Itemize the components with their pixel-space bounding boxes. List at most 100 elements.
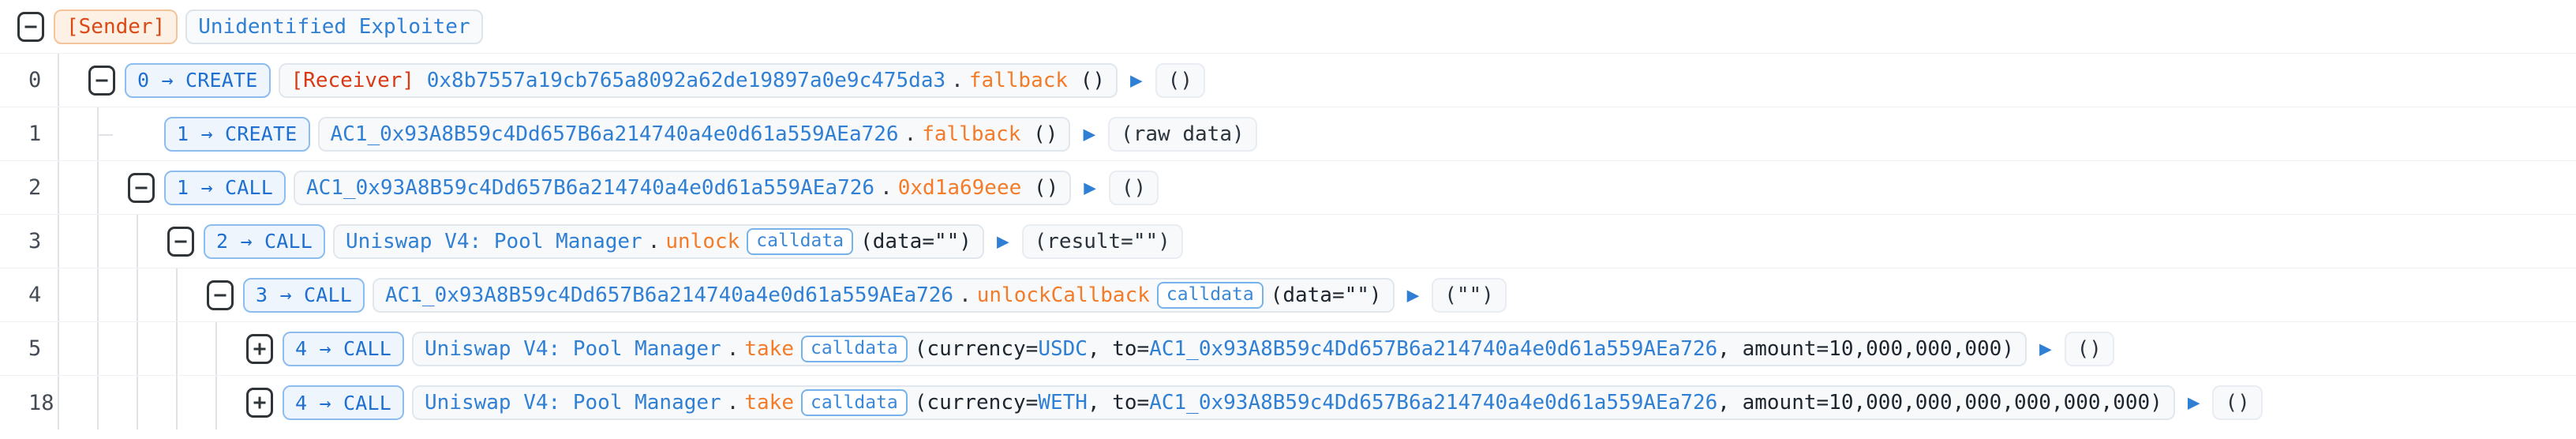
- separator-dot: .: [726, 391, 739, 415]
- sender-name[interactable]: Unidentified Exploiter: [185, 9, 483, 44]
- call-args: (data=""): [860, 229, 972, 253]
- method-name[interactable]: unlock: [665, 229, 740, 253]
- call-depth-badge: 4 → CALL: [283, 331, 405, 366]
- call-target[interactable]: Uniswap V4: Pool Manager: [425, 336, 721, 361]
- collapse-toggle[interactable]: [207, 280, 234, 310]
- return-triangle-icon: ▶: [2039, 336, 2052, 361]
- separator-dot: .: [647, 229, 661, 253]
- return-value[interactable]: (raw data): [1108, 116, 1257, 152]
- return-triangle-icon: ▶: [1130, 68, 1143, 92]
- trace-row-index: 18: [28, 390, 54, 415]
- call-depth-badge: 0 → CREATE: [125, 62, 271, 98]
- calldata-badge[interactable]: calldata: [800, 335, 908, 362]
- indent-guides: [49, 322, 246, 375]
- call-pill[interactable]: AC1_0x93A8B59c4Dd657B6a214740a4e0d61a559…: [294, 170, 1072, 205]
- method-name[interactable]: unlockCallback: [976, 283, 1150, 307]
- indent-guides: [49, 376, 246, 430]
- arg-key: (currency=: [914, 336, 1039, 361]
- separator-dot: .: [951, 68, 964, 92]
- arg-key: ): [2001, 336, 2014, 361]
- separator-dot: .: [904, 122, 917, 146]
- separator-dot: .: [726, 336, 739, 361]
- indent-guide: [49, 322, 88, 375]
- trace-row-index: 0: [28, 68, 42, 92]
- indent-guide: [128, 268, 167, 321]
- method-name[interactable]: 0xd1a69eee: [897, 175, 1022, 200]
- arg-key: , amount=: [1717, 391, 1829, 415]
- call-target[interactable]: Uniswap V4: Pool Manager: [425, 391, 721, 415]
- trace-root-row: [Sender] Unidentified Exploiter: [0, 0, 2576, 54]
- call-depth-badge: 3 → CALL: [243, 277, 365, 313]
- call-pill[interactable]: Uniswap V4: Pool Manager.unlock calldata(…: [333, 223, 984, 259]
- return-triangle-icon: ▶: [1083, 122, 1096, 146]
- trace-row[interactable]: 0 0 → CREATE[Receiver] 0x8b7557a19cb765a8…: [0, 54, 2576, 107]
- arg-key: ): [2150, 391, 2162, 415]
- trace-rows: 0 0 → CREATE[Receiver] 0x8b7557a19cb765a8…: [0, 54, 2576, 430]
- calldata-badge[interactable]: calldata: [800, 389, 908, 416]
- separator-dot: .: [959, 283, 972, 307]
- indent-guide: [88, 161, 128, 214]
- call-depth-badge: 2 → CALL: [204, 223, 326, 259]
- call-args: (): [1033, 175, 1059, 200]
- indent-guide: [49, 215, 88, 268]
- indent-guide: [88, 376, 128, 430]
- expand-toggle[interactable]: [246, 388, 273, 418]
- method-name[interactable]: take: [744, 336, 794, 361]
- indent-guide: [88, 215, 128, 268]
- sender-label: [Sender]: [54, 9, 178, 44]
- return-value[interactable]: (): [2064, 331, 2114, 366]
- call-target[interactable]: AC1_0x93A8B59c4Dd657B6a214740a4e0d61a559…: [330, 122, 899, 146]
- indent-guide: [88, 107, 128, 160]
- return-value[interactable]: (""): [1432, 277, 1507, 313]
- collapse-toggle-root[interactable]: [17, 11, 44, 42]
- trace-row-index: 2: [28, 175, 42, 200]
- arg-value[interactable]: WETH: [1038, 391, 1088, 415]
- return-value[interactable]: (): [1155, 62, 1205, 98]
- indent-guide: [128, 376, 167, 430]
- call-pill[interactable]: AC1_0x93A8B59c4Dd657B6a214740a4e0d61a559…: [317, 116, 1071, 152]
- indent-guide: [167, 376, 207, 430]
- return-value[interactable]: (): [2212, 385, 2263, 420]
- call-args: (): [1033, 122, 1058, 146]
- return-triangle-icon: ▶: [996, 229, 1009, 253]
- call-pill[interactable]: [Receiver] 0x8b7557a19cb765a8092a62de198…: [278, 62, 1118, 98]
- call-pill[interactable]: AC1_0x93A8B59c4Dd657B6a214740a4e0d61a559…: [373, 277, 1395, 313]
- call-target[interactable]: Uniswap V4: Pool Manager: [346, 229, 642, 253]
- call-target[interactable]: AC1_0x93A8B59c4Dd657B6a214740a4e0d61a559…: [385, 283, 954, 307]
- arg-key: , to=: [1087, 391, 1150, 415]
- call-target[interactable]: 0x8b7557a19cb765a8092a62de19897a0e9c475d…: [426, 68, 946, 92]
- calldata-badge[interactable]: calldata: [747, 227, 854, 255]
- indent-guides: [49, 161, 128, 214]
- calldata-badge[interactable]: calldata: [1156, 281, 1264, 309]
- indent-guide: [167, 268, 207, 321]
- method-name[interactable]: fallback: [922, 122, 1021, 146]
- collapse-toggle[interactable]: [167, 226, 194, 257]
- expand-toggle[interactable]: [246, 333, 273, 364]
- arg-key: , to=: [1087, 336, 1150, 361]
- indent-guide: [128, 215, 167, 268]
- arg-value[interactable]: USDC: [1038, 336, 1088, 361]
- return-value[interactable]: (): [1108, 170, 1159, 205]
- arg-value[interactable]: AC1_0x93A8B59c4Dd657B6a214740a4e0d61a559…: [1149, 336, 1718, 361]
- indent-guide: [88, 322, 128, 375]
- call-args: (data=""): [1270, 283, 1382, 307]
- collapse-toggle[interactable]: [128, 172, 155, 203]
- arg-value: 10,000,000,000: [1829, 336, 2002, 361]
- indent-guides: [49, 107, 128, 160]
- indent-guide: [207, 376, 246, 430]
- method-name[interactable]: take: [744, 391, 794, 415]
- call-target[interactable]: AC1_0x93A8B59c4Dd657B6a214740a4e0d61a559…: [306, 175, 875, 200]
- method-name[interactable]: fallback: [968, 68, 1069, 92]
- arg-value[interactable]: AC1_0x93A8B59c4Dd657B6a214740a4e0d61a559…: [1149, 391, 1718, 415]
- collapse-toggle[interactable]: [88, 65, 115, 96]
- return-value[interactable]: (result=""): [1021, 223, 1183, 259]
- arg-key: (currency=: [914, 391, 1039, 415]
